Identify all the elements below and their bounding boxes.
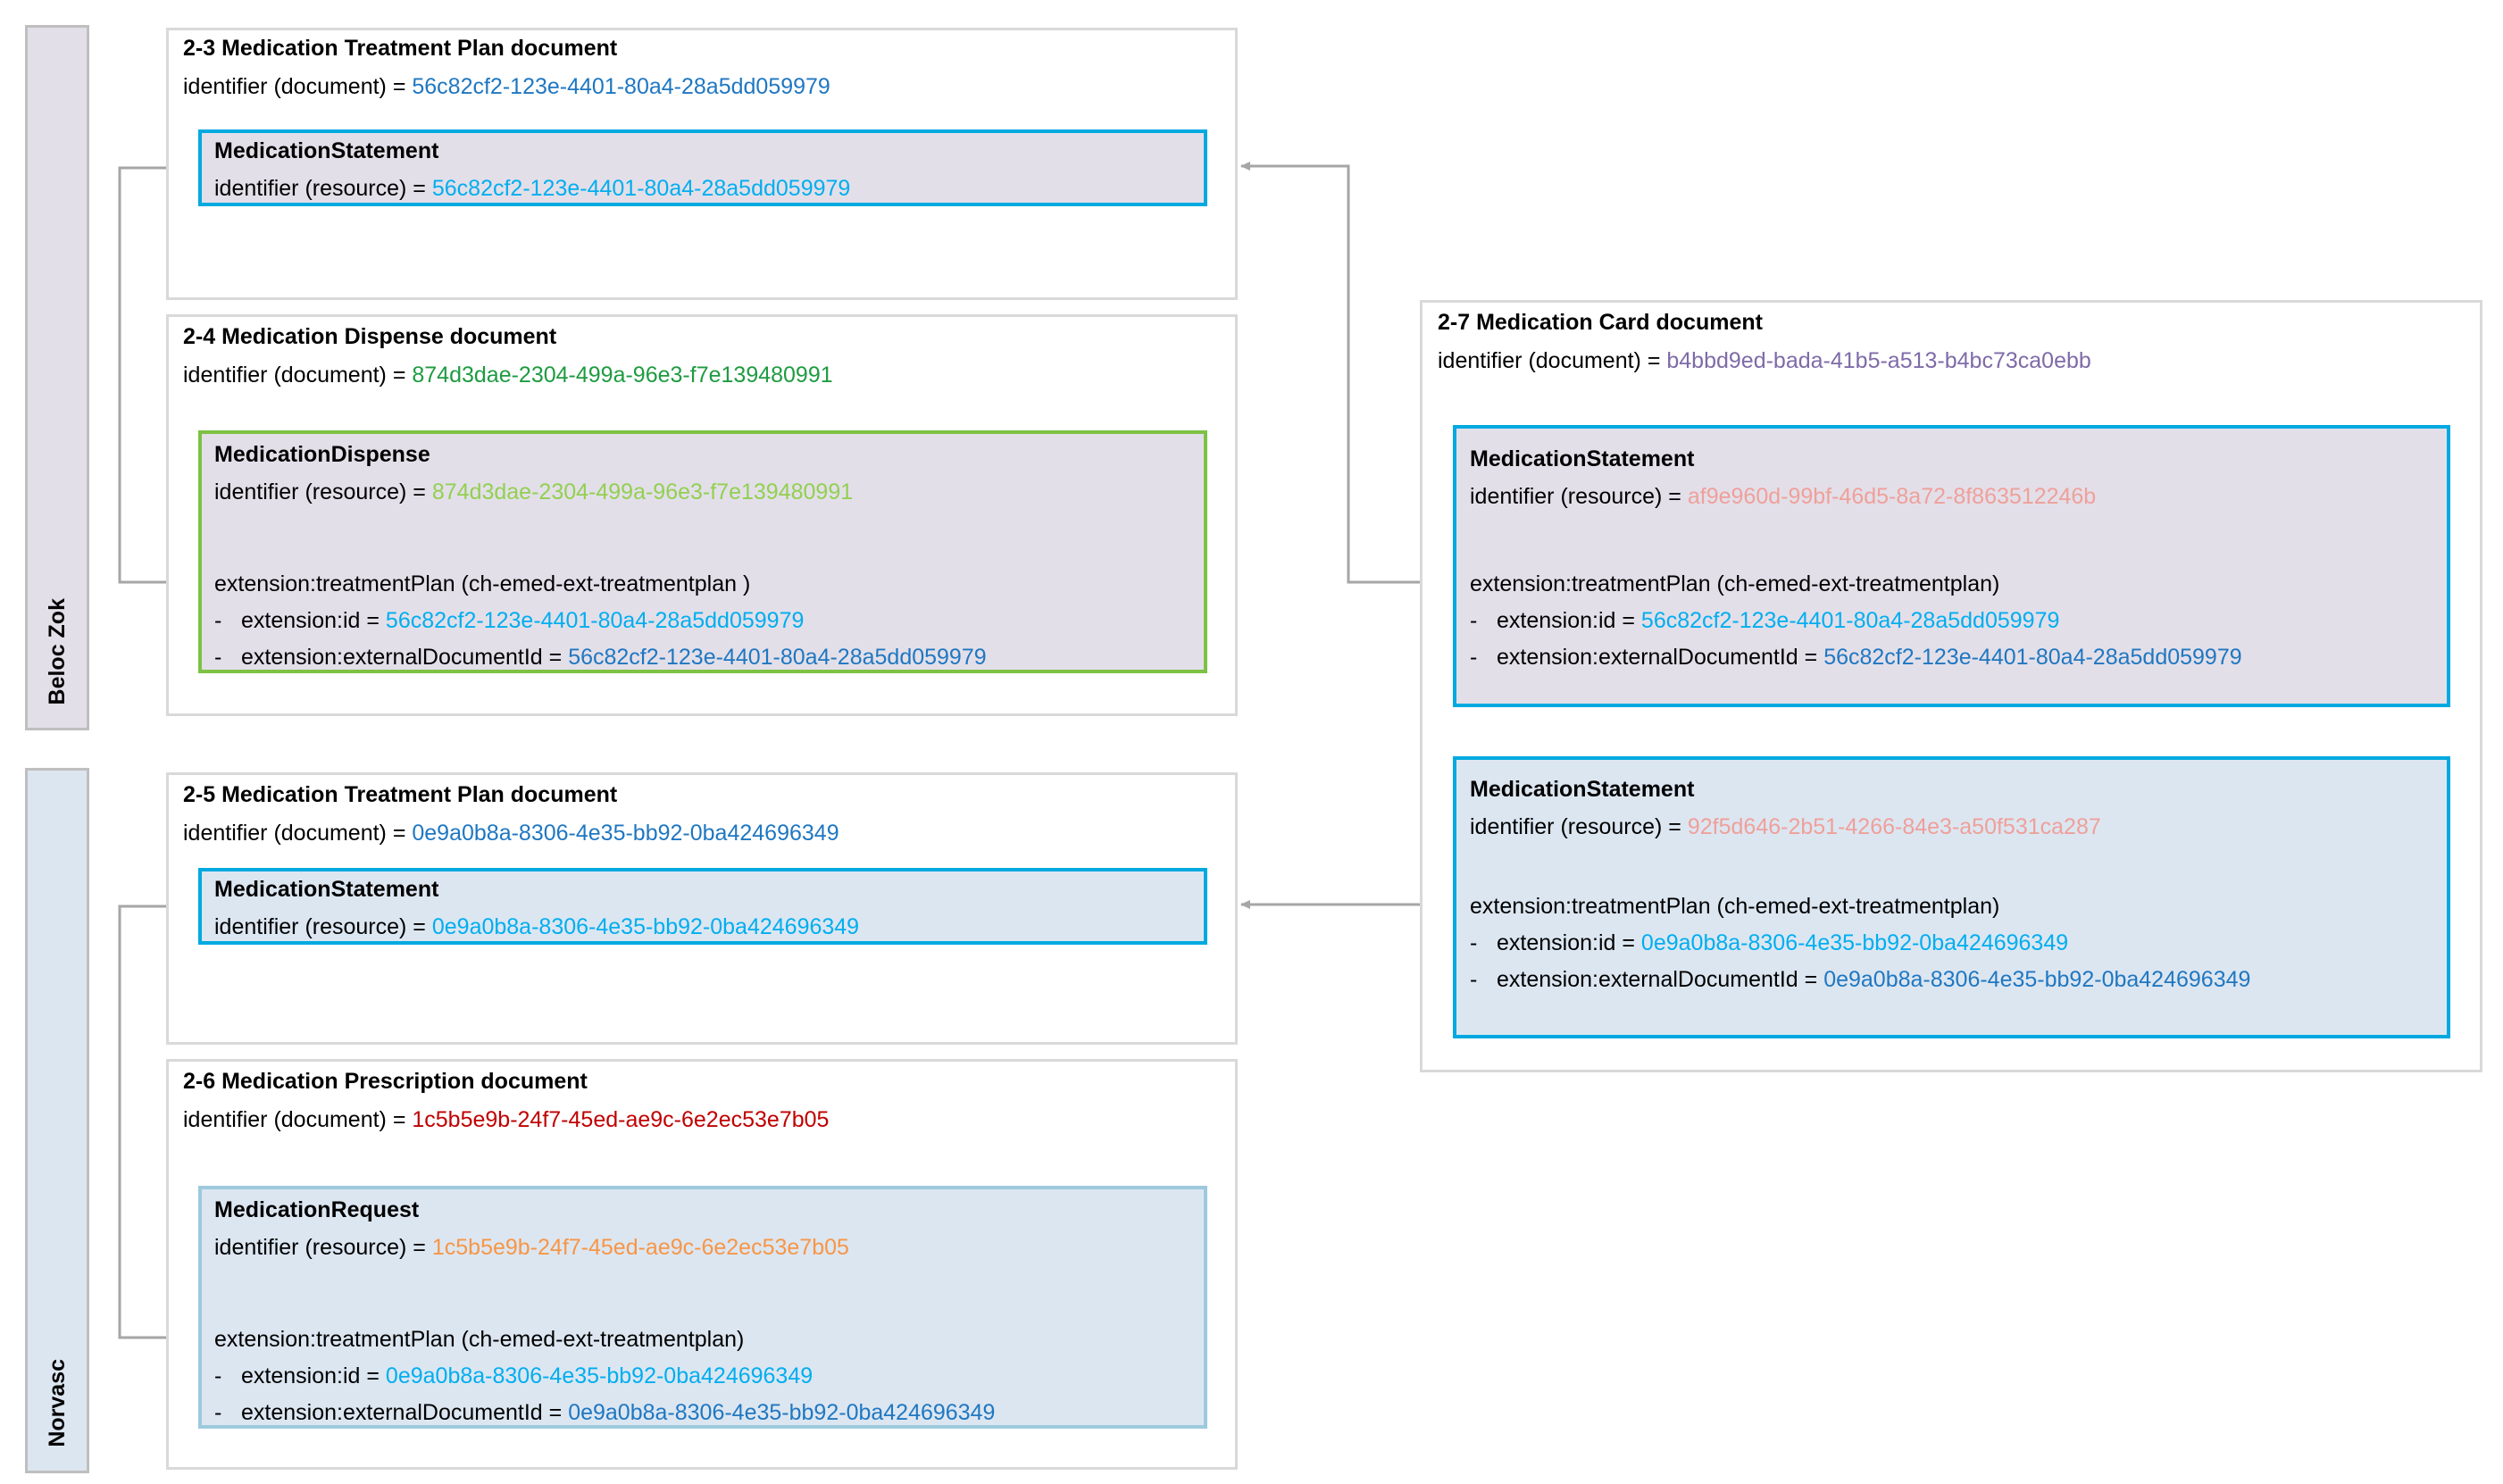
resource-name-2-3: MedicationStatement — [214, 138, 439, 163]
document-identifier-2-6: identifier (document) = 1c5b5e9b-24f7-45… — [183, 1107, 829, 1133]
resource-name-2-7-a: MedicationStatement — [1470, 446, 1695, 471]
resource-name-2-4: MedicationDispense — [214, 442, 430, 467]
resource-name-2-7-b: MedicationStatement — [1470, 777, 1695, 802]
document-identifier-value-2-6: 1c5b5e9b-24f7-45ed-ae9c-6e2ec53e7b05 — [412, 1107, 830, 1132]
resource-extension-header-2-7-b: extension:treatmentPlan (ch-emed-ext-tre… — [1470, 894, 2000, 919]
resource-identifier-label-2-7-a: identifier (resource) = — [1470, 484, 1688, 509]
resource-extension-extdoc-2-7-a: -extension:externalDocumentId = 56c82cf2… — [1470, 645, 2242, 671]
band-label-norvasc: Norvasc — [44, 1359, 70, 1447]
document-identifier-value-2-5: 0e9a0b8a-8306-4e35-bb92-0ba424696349 — [412, 821, 839, 846]
resource-box-2-7-medicationstatement-b — [1453, 756, 2450, 1038]
resource-identifier-2-7-a: identifier (resource) = af9e960d-99bf-46… — [1470, 484, 2096, 510]
document-title-2-5: 2-5 Medication Treatment Plan document — [183, 782, 618, 807]
resource-extension-id-value-2-6: 0e9a0b8a-8306-4e35-bb92-0ba424696349 — [385, 1363, 813, 1388]
resource-extension-extdoc-2-7-b: -extension:externalDocumentId = 0e9a0b8a… — [1470, 967, 2250, 993]
resource-extension-header-2-6: extension:treatmentPlan (ch-emed-ext-tre… — [214, 1327, 745, 1352]
resource-identifier-label-2-4: identifier (resource) = — [214, 479, 432, 504]
resource-identifier-2-4: identifier (resource) = 874d3dae-2304-49… — [214, 479, 853, 505]
document-identifier-label-2-6: identifier (document) = — [183, 1107, 413, 1132]
resource-extension-extdoc-label-2-4: extension:externalDocumentId = — [241, 645, 569, 670]
resource-extension-extdoc-value-2-4: 56c82cf2-123e-4401-80a4-28a5dd059979 — [568, 645, 987, 670]
resource-box-2-5-medicationstatement — [198, 868, 1207, 945]
resource-identifier-2-7-b: identifier (resource) = 92f5d646-2b51-42… — [1470, 814, 2101, 840]
band-label-beloc-zok: Beloc Zok — [44, 597, 70, 704]
document-title-2-4: 2-4 Medication Dispense document — [183, 324, 557, 349]
resource-extension-id-value-2-4: 56c82cf2-123e-4401-80a4-28a5dd059979 — [385, 608, 805, 633]
resource-identifier-2-5: identifier (resource) = 0e9a0b8a-8306-4e… — [214, 914, 859, 940]
resource-extension-id-2-7-b: -extension:id = 0e9a0b8a-8306-4e35-bb92-… — [1470, 930, 2068, 956]
bullet-dash-icon: - — [1470, 930, 1478, 955]
resource-extension-extdoc-value-2-7-a: 56c82cf2-123e-4401-80a4-28a5dd059979 — [1823, 645, 2242, 670]
resource-identifier-value-2-4: 874d3dae-2304-499a-96e3-f7e139480991 — [431, 479, 854, 504]
resource-identifier-label-2-6: identifier (resource) = — [214, 1235, 432, 1260]
document-identifier-label-2-3: identifier (document) = — [183, 74, 413, 99]
document-identifier-label-2-4: identifier (document) = — [183, 363, 413, 388]
resource-extension-extdoc-label-2-6: extension:externalDocumentId = — [241, 1400, 569, 1425]
resource-extension-id-2-4: -extension:id = 56c82cf2-123e-4401-80a4-… — [214, 608, 804, 634]
resource-identifier-label-2-3: identifier (resource) = — [214, 176, 432, 201]
document-identifier-2-7: identifier (document) = b4bbd9ed-bada-41… — [1438, 348, 2091, 374]
resource-extension-id-label-2-7-a: extension:id = — [1497, 608, 1641, 633]
resource-extension-id-2-6: -extension:id = 0e9a0b8a-8306-4e35-bb92-… — [214, 1363, 813, 1389]
resource-box-2-3-medicationstatement — [198, 129, 1207, 206]
resource-box-2-7-medicationstatement-a — [1453, 425, 2450, 707]
resource-extension-extdoc-label-2-7-a: extension:externalDocumentId = — [1497, 645, 1824, 670]
resource-extension-extdoc-2-4: -extension:externalDocumentId = 56c82cf2… — [214, 645, 987, 671]
bullet-dash-icon: - — [214, 1363, 222, 1388]
resource-extension-id-label-2-7-b: extension:id = — [1497, 930, 1641, 955]
resource-identifier-label-2-5: identifier (resource) = — [214, 914, 432, 939]
resource-extension-extdoc-value-2-7-b: 0e9a0b8a-8306-4e35-bb92-0ba424696349 — [1823, 967, 2251, 992]
document-title-2-7: 2-7 Medication Card document — [1438, 310, 1763, 335]
connector-card-a-to-plan23 — [1240, 162, 1438, 584]
resource-box-2-6-medicationrequest — [198, 1186, 1207, 1429]
resource-extension-id-label-2-4: extension:id = — [241, 608, 386, 633]
document-identifier-2-3: identifier (document) = 56c82cf2-123e-44… — [183, 74, 830, 100]
document-identifier-value-2-4: 874d3dae-2304-499a-96e3-f7e139480991 — [412, 363, 833, 388]
medication-band-norvasc: Norvasc — [25, 768, 89, 1473]
document-identifier-2-4: identifier (document) = 874d3dae-2304-49… — [183, 363, 833, 388]
medication-band-beloc-zok: Beloc Zok — [25, 25, 89, 730]
document-identifier-label-2-5: identifier (document) = — [183, 821, 413, 846]
resource-box-2-4-medicationdispense — [198, 430, 1207, 673]
resource-extension-id-value-2-7-a: 56c82cf2-123e-4401-80a4-28a5dd059979 — [1640, 608, 2060, 633]
document-title-2-3: 2-3 Medication Treatment Plan document — [183, 36, 618, 61]
resource-name-2-6: MedicationRequest — [214, 1197, 420, 1222]
resource-identifier-value-2-5: 0e9a0b8a-8306-4e35-bb92-0ba424696349 — [431, 914, 860, 939]
resource-extension-header-2-7-a: extension:treatmentPlan (ch-emed-ext-tre… — [1470, 571, 2000, 596]
document-title-2-6: 2-6 Medication Prescription document — [183, 1069, 588, 1094]
document-identifier-value-2-3: 56c82cf2-123e-4401-80a4-28a5dd059979 — [412, 74, 830, 99]
bullet-dash-icon: - — [214, 608, 222, 633]
bullet-dash-icon: - — [214, 1400, 222, 1425]
resource-name-2-5: MedicationStatement — [214, 877, 439, 902]
document-identifier-2-5: identifier (document) = 0e9a0b8a-8306-4e… — [183, 821, 839, 846]
document-identifier-label-2-7: identifier (document) = — [1438, 348, 1667, 373]
resource-identifier-value-2-7-b: 92f5d646-2b51-4266-84e3-a50f531ca287 — [1687, 814, 2101, 839]
resource-identifier-value-2-6: 1c5b5e9b-24f7-45ed-ae9c-6e2ec53e7b05 — [431, 1235, 849, 1260]
bullet-dash-icon: - — [1470, 645, 1478, 670]
resource-extension-id-2-7-a: -extension:id = 56c82cf2-123e-4401-80a4-… — [1470, 608, 2059, 634]
document-identifier-value-2-7: b4bbd9ed-bada-41b5-a513-b4bc73ca0ebb — [1666, 348, 2091, 373]
resource-extension-extdoc-label-2-7-b: extension:externalDocumentId = — [1497, 967, 1824, 992]
resource-extension-id-value-2-7-b: 0e9a0b8a-8306-4e35-bb92-0ba424696349 — [1640, 930, 2069, 955]
resource-identifier-label-2-7-b: identifier (resource) = — [1470, 814, 1688, 839]
bullet-dash-icon: - — [1470, 608, 1478, 633]
resource-extension-extdoc-2-6: -extension:externalDocumentId = 0e9a0b8a… — [214, 1400, 995, 1426]
resource-extension-header-2-4: extension:treatmentPlan (ch-emed-ext-tre… — [214, 571, 751, 596]
resource-identifier-2-6: identifier (resource) = 1c5b5e9b-24f7-45… — [214, 1235, 849, 1261]
resource-identifier-2-3: identifier (resource) = 56c82cf2-123e-44… — [214, 176, 850, 202]
resource-extension-id-label-2-6: extension:id = — [241, 1363, 386, 1388]
resource-identifier-value-2-3: 56c82cf2-123e-4401-80a4-28a5dd059979 — [431, 176, 851, 201]
resource-extension-extdoc-value-2-6: 0e9a0b8a-8306-4e35-bb92-0ba424696349 — [568, 1400, 996, 1425]
bullet-dash-icon: - — [214, 645, 222, 670]
bullet-dash-icon: - — [1470, 967, 1478, 992]
resource-identifier-value-2-7-a: af9e960d-99bf-46d5-8a72-8f863512246b — [1687, 484, 2097, 509]
